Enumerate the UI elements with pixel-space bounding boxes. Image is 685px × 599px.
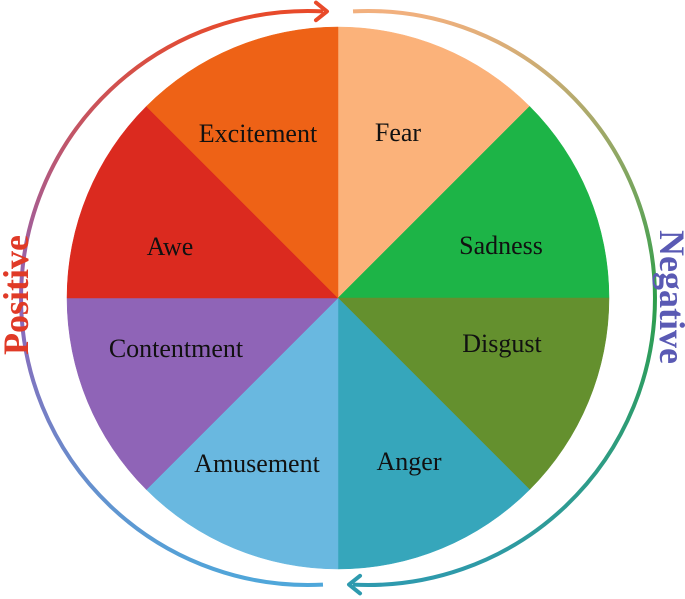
- negative-side-label: Negative: [652, 230, 685, 364]
- positive-direction-arc: [19, 9, 324, 587]
- negative-direction-arc: [352, 9, 657, 587]
- segment-label-amusement: Amusement: [194, 449, 320, 478]
- segment-amusement: [146, 297, 339, 570]
- segment-label-awe: Awe: [147, 232, 194, 261]
- segment-label-excitement: Excitement: [199, 119, 318, 148]
- segment-awe: [66, 106, 339, 299]
- segment-label-sadness: Sadness: [459, 231, 543, 260]
- wheel-segments: [66, 26, 610, 570]
- positive-side-label: Positive: [0, 235, 36, 355]
- segment-fear: [337, 26, 530, 299]
- segment-label-disgust: Disgust: [462, 329, 542, 358]
- segment-label-anger: Anger: [377, 447, 442, 476]
- segment-sadness: [337, 106, 610, 299]
- direction-arcs: [19, 0, 657, 596]
- segment-excitement: [146, 26, 339, 299]
- segment-disgust: [337, 297, 610, 490]
- segment-label-contentment: Contentment: [109, 334, 244, 363]
- negative-arc-arrowhead: [347, 573, 363, 596]
- segment-contentment: [66, 297, 339, 490]
- segment-anger: [337, 297, 530, 570]
- segment-label-fear: Fear: [375, 118, 422, 147]
- positive-arc-arrowhead: [313, 0, 329, 23]
